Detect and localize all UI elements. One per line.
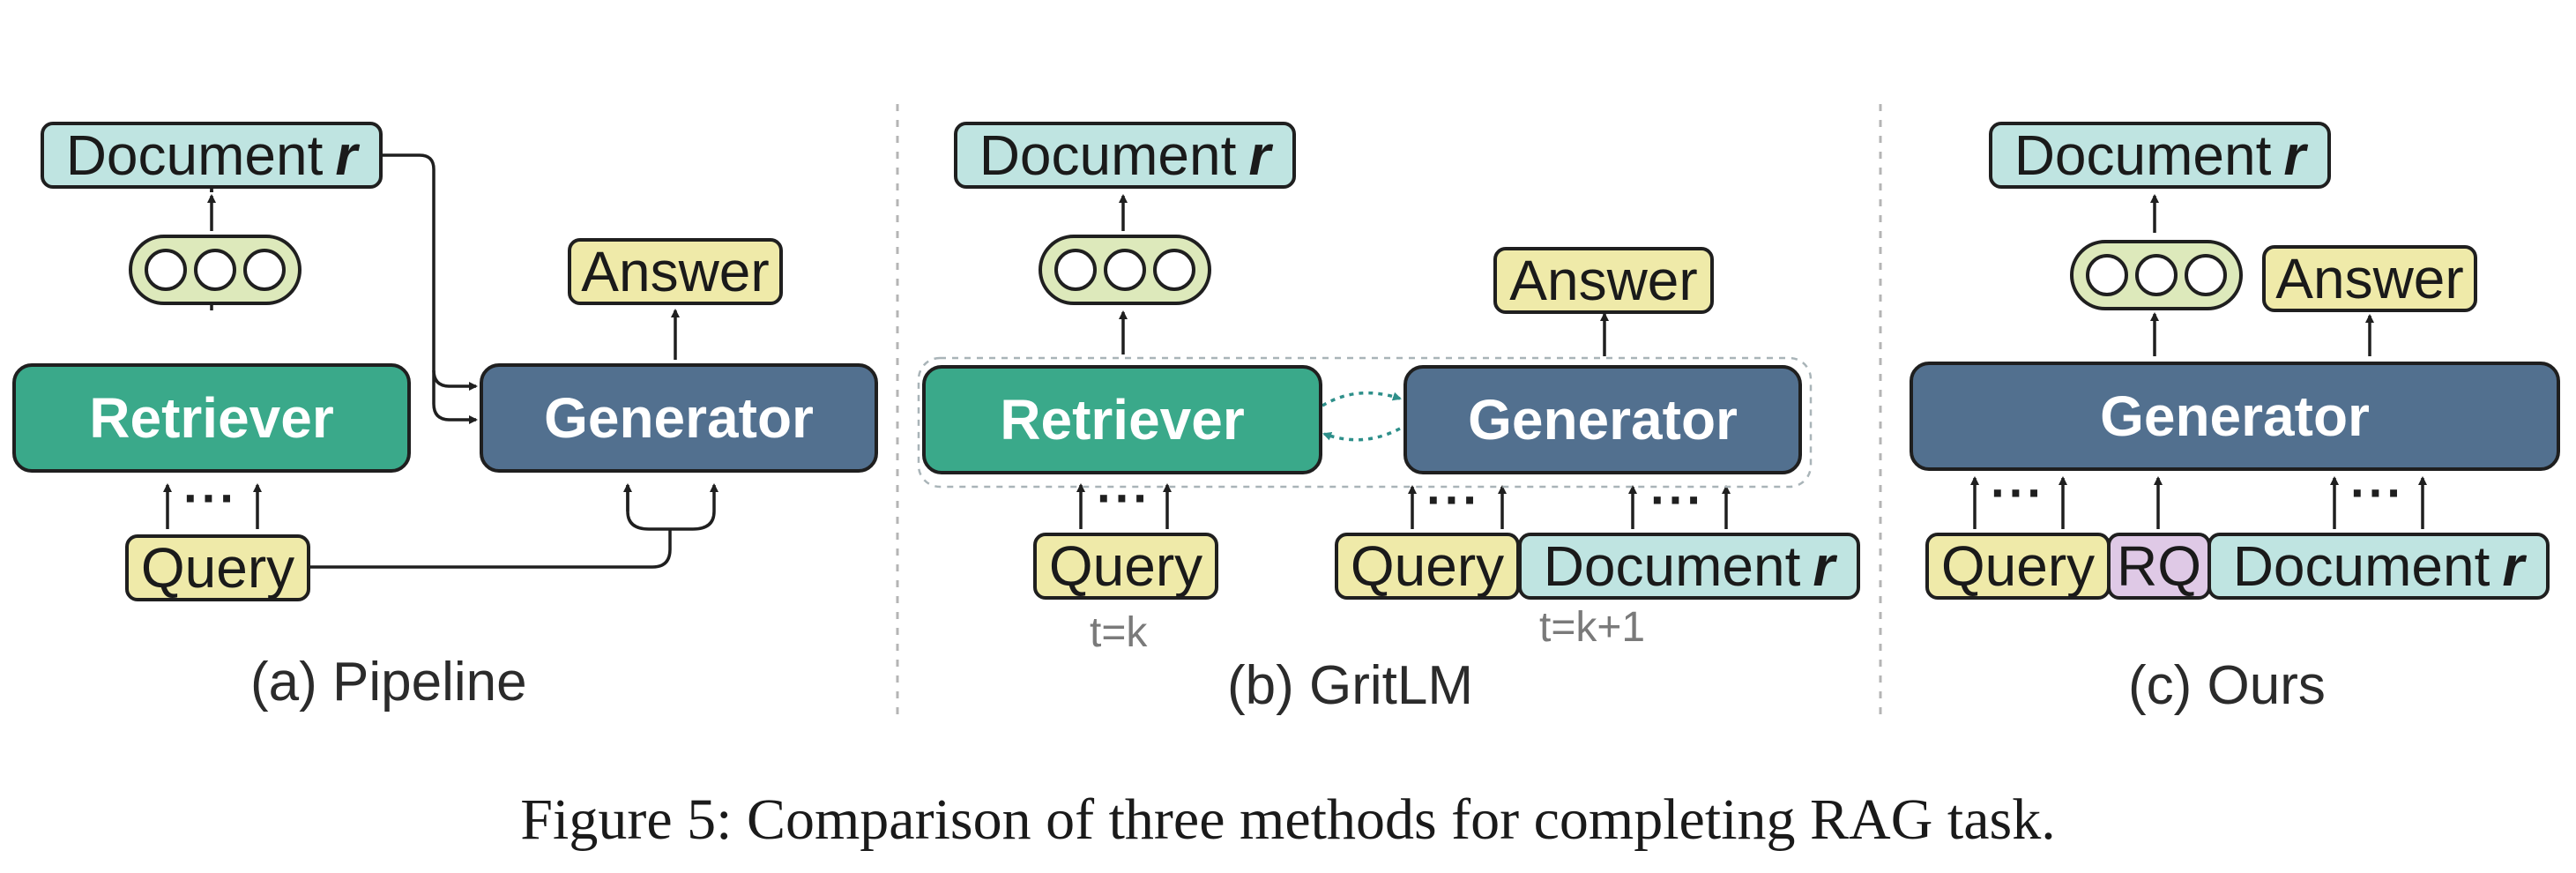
panel-b-generator-label: Generator (1468, 388, 1738, 451)
panel-a-document-label: Document (65, 123, 324, 187)
panel-c-query-label: Query (1940, 534, 2096, 598)
panel-c-generator-label: Generator (2100, 384, 2370, 448)
panel-b-doc-input-var: r (1813, 534, 1835, 598)
panel-b-ellipsis-left: ··· (1097, 470, 1151, 526)
panel-b-answer-label: Answer (1509, 249, 1698, 312)
generator-to-retriever-link (1322, 427, 1401, 442)
panel-c-ellipsis-left: ··· (1991, 465, 2045, 520)
panel-a-generator-box: Generator (480, 363, 878, 473)
panel-c-document-label: Document (2014, 123, 2272, 187)
panel-c-doc-input-var: r (2502, 534, 2525, 598)
panel-b-caption: (b) GritLM (1227, 655, 1473, 716)
panel-b-time-right: t=k+1 (1539, 604, 1646, 651)
figure-caption: Figure 5: Comparison of three methods fo… (520, 787, 2056, 852)
panel-b-time-left: t=k (1090, 609, 1148, 656)
panel-b-ellipsis-right: ··· (1650, 472, 1705, 527)
panel-c-rq-box: RQ (2107, 533, 2211, 600)
panel-a-caption: (a) Pipeline (250, 652, 527, 713)
panel-c-query-box: Query (1925, 533, 2111, 600)
panel-a-embedding-vector (129, 235, 302, 305)
panel-b-query-left-label: Query (1048, 534, 1203, 598)
gritlm-frame (917, 356, 1813, 489)
panel-b-doc-input-label: Document (1543, 534, 1801, 598)
panel-a-retriever-box: Retriever (12, 363, 411, 473)
panel-c-doc-input-label: Document (2232, 534, 2490, 598)
panel-c-embedding-vector (2070, 240, 2243, 310)
panel-a-query-label: Query (140, 536, 295, 600)
panel-c-ellipsis-right: ··· (2350, 465, 2405, 520)
panel-b-query-right-label: Query (1350, 534, 1505, 598)
panel-a-answer-label: Answer (581, 240, 770, 303)
panel-b-ellipsis-middle: ··· (1426, 472, 1481, 527)
panel-a-query-box: Query (125, 534, 310, 601)
panel-a-document-var: r (335, 123, 358, 187)
panel-b-retriever-box: Retriever (922, 365, 1322, 474)
panel-c-rq-label: RQ (2117, 534, 2201, 598)
panel-b-query-right-box: Query (1335, 533, 1520, 600)
panel-c-document-var: r (2283, 123, 2306, 187)
panel-a-generator-label: Generator (544, 386, 814, 450)
panel-b-query-box: Query (1033, 533, 1218, 600)
panel-b-document-var: r (1248, 123, 1271, 187)
panel-c-caption: (c) Ours (2128, 655, 2326, 716)
panel-a-retriever-label: Retriever (89, 386, 334, 450)
retriever-to-generator-link (1322, 391, 1402, 407)
panel-b-retriever-label: Retriever (1000, 388, 1245, 451)
panel-b-document-label: Document (979, 123, 1237, 187)
panel-a-answer-box: Answer (568, 238, 783, 305)
panel-b-embedding-vector (1039, 235, 1211, 305)
panel-b-answer-box: Answer (1493, 247, 1714, 314)
panel-c-answer-box: Answer (2262, 245, 2477, 312)
panel-c-generator-box: Generator (1910, 362, 2560, 471)
panel-b-generator-box: Generator (1403, 365, 1802, 474)
panel-a-ellipsis: ··· (183, 470, 238, 526)
panel-c-answer-label: Answer (2275, 247, 2464, 310)
